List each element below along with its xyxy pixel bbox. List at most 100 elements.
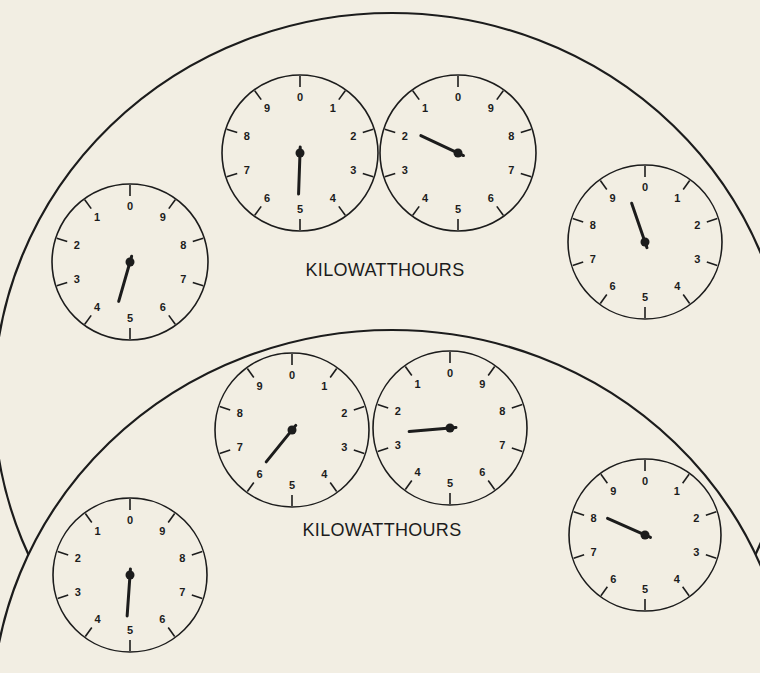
dial-tick xyxy=(405,367,411,376)
dial-tick xyxy=(129,185,131,196)
dial-digit: 2 xyxy=(402,130,408,141)
dial-digit: 8 xyxy=(508,130,514,141)
dial-tick xyxy=(497,91,503,100)
dial-tick xyxy=(449,352,451,363)
dial-digit: 3 xyxy=(75,586,81,597)
pointer-pivot xyxy=(454,149,463,158)
dial-digit: 7 xyxy=(590,253,596,264)
dial-tick xyxy=(193,238,203,241)
dial-tick xyxy=(192,595,202,598)
dial-tick xyxy=(644,460,646,471)
dial-tick xyxy=(413,91,419,100)
dial-tick xyxy=(600,295,606,304)
dial-rim xyxy=(380,75,536,231)
meter-dial: 0123456789 xyxy=(51,183,209,341)
dial-digit: 5 xyxy=(455,204,461,215)
dial-tick xyxy=(169,200,175,209)
dial-tick xyxy=(291,495,293,506)
dial-digit: 6 xyxy=(610,573,616,584)
dial-digit: 2 xyxy=(75,553,81,564)
dial-tick xyxy=(129,640,131,651)
dial-tick xyxy=(354,407,364,410)
dial-digit: 4 xyxy=(415,467,421,478)
meter-label: KILOWATTHOURS xyxy=(306,261,465,279)
dial-digit: 8 xyxy=(591,513,597,524)
dial-digit: 1 xyxy=(95,525,101,536)
dial-tick xyxy=(706,512,716,515)
dial-tick xyxy=(683,587,689,596)
pointer-pivot xyxy=(296,149,305,158)
dial-tick xyxy=(220,407,230,410)
dial-tick xyxy=(683,295,689,304)
dial-tick xyxy=(220,450,230,453)
meter-label: KILOWATTHOURS xyxy=(303,521,462,539)
dial-digit: 9 xyxy=(264,102,270,113)
dial-tick xyxy=(521,173,531,176)
dial-digit: 8 xyxy=(237,408,243,419)
dial-digit: 2 xyxy=(74,239,80,250)
dial-digit: 0 xyxy=(297,92,303,103)
dial-digit: 7 xyxy=(591,546,597,557)
dial-tick xyxy=(168,514,174,523)
dial-tick xyxy=(363,129,373,132)
dial-rim xyxy=(215,353,369,507)
dial-digit: 8 xyxy=(180,239,186,250)
dial-digit: 7 xyxy=(237,441,243,452)
dial-tick xyxy=(330,483,336,492)
meter-dial: 0123456789 xyxy=(221,74,379,232)
meter-dial: 0123456789 xyxy=(52,497,208,653)
meter-dial: 0123456789 xyxy=(379,74,537,232)
dial-tick xyxy=(457,219,459,230)
pointer-pivot xyxy=(126,571,135,580)
dial-tick xyxy=(58,595,68,598)
dial-digit: 0 xyxy=(642,182,648,193)
dial-tick xyxy=(601,474,607,483)
dial-tick xyxy=(573,219,583,222)
dial-digit: 1 xyxy=(674,192,680,203)
dial-tick xyxy=(707,262,717,265)
dial-digit: 3 xyxy=(350,165,356,176)
dial-rim xyxy=(52,184,208,340)
dial-digit: 9 xyxy=(159,525,165,536)
dial-tick xyxy=(85,315,91,324)
dial-tick xyxy=(600,181,606,190)
dial-tick xyxy=(449,493,451,504)
dial-tick xyxy=(363,173,373,176)
dial-digit: 1 xyxy=(422,102,428,113)
dial-digit: 5 xyxy=(127,625,133,636)
dial-tick xyxy=(457,76,459,87)
dial-pointer xyxy=(266,425,296,462)
dial-digit: 4 xyxy=(422,193,428,204)
dial-tick xyxy=(385,173,395,176)
dial-tick xyxy=(512,448,522,451)
dial-tick xyxy=(644,166,646,177)
dial-rim xyxy=(568,165,722,319)
dial-digit: 0 xyxy=(447,368,453,379)
dial-digit: 6 xyxy=(488,193,494,204)
dial-rim xyxy=(53,498,207,652)
pointer-pivot xyxy=(288,426,297,435)
dial-digit: 6 xyxy=(159,614,165,625)
dial-tick xyxy=(644,307,646,318)
dial-digit: 9 xyxy=(160,211,166,222)
dial-tick xyxy=(385,129,395,132)
dial-tick xyxy=(85,628,91,637)
pointer-pivot xyxy=(446,424,455,433)
dial-tick xyxy=(339,206,345,215)
dial-tick xyxy=(192,552,202,555)
dial-tick xyxy=(573,262,583,265)
dial-tick xyxy=(57,282,67,285)
dial-tick xyxy=(291,354,293,365)
dial-tick xyxy=(706,555,716,558)
dial-digit: 9 xyxy=(257,380,263,391)
dial-tick xyxy=(378,405,388,408)
dial-digit: 9 xyxy=(479,378,485,389)
dial-digit: 7 xyxy=(499,439,505,450)
dial-tick xyxy=(354,450,364,453)
dial-tick xyxy=(683,474,689,483)
pointer-pivot xyxy=(126,258,135,267)
dial-digit: 3 xyxy=(693,546,699,557)
dial-tick xyxy=(85,514,91,523)
dial-digit: 3 xyxy=(402,165,408,176)
dial-tick xyxy=(227,173,237,176)
